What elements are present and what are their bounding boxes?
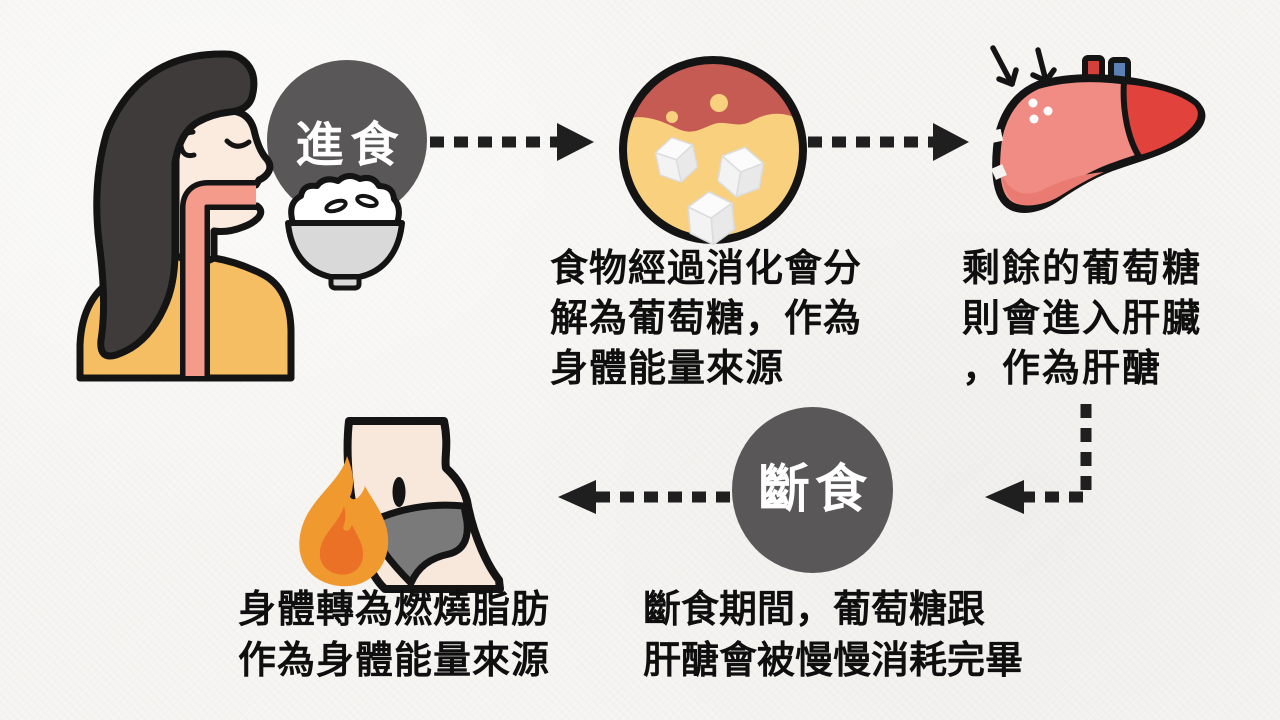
dashed-arrow-eat-to-stomach [430,123,594,161]
caption-line: 解為葡萄糖，作為 [550,296,863,340]
caption-line: 作為身體能量來源 [238,638,551,682]
sugar-cube-icon [654,136,699,183]
caption-line: ，作為肝醣 [962,346,1163,390]
rice-bowl-icon [285,173,405,291]
sugar-cube-icon [716,146,765,198]
step-label-eat: 進食 [295,117,406,173]
belly-icon [299,417,504,593]
caption-line: 身體轉為燃燒脂肪 [238,587,551,631]
caption-line: 身體能量來源 [550,346,785,390]
sugar-cube-icon [687,191,736,246]
dashed-arrow-liver-to-fast [985,404,1092,514]
caption-fasting: 斷食期間，葡萄糖跟 肝醣會被慢慢消耗完畢 [643,584,1023,686]
dashed-arrow-stomach-to-liver [808,123,969,161]
caption-line: 剩餘的葡萄糖 [962,246,1203,290]
liver-icon [988,45,1206,213]
caption-line: 則會進入肝臟 [962,296,1203,340]
step-label-fast: 斷食 [757,459,872,520]
step-circle-fast: 斷食 [732,407,893,573]
caption-line: 斷食期間，葡萄糖跟 [643,587,986,631]
woman-eating-icon [76,50,295,382]
hand-drawn-arrow-icon [990,45,1057,87]
caption-liver: 剩餘的葡萄糖 則會進入肝臟 ，作為肝醣 [962,243,1202,393]
caption-line: 食物經過消化會分 [550,246,863,290]
caption-burn: 身體轉為燃燒脂肪 作為身體能量來源 [238,584,550,686]
caption-digest: 食物經過消化會分 解為葡萄糖，作為 身體能量來源 [550,243,862,393]
dashed-arrow-fast-to-burn [558,480,730,514]
flame-icon [299,456,389,587]
stomach-glucose-icon [619,56,807,246]
esophagus-icon [180,180,256,376]
caption-line: 肝醣會被慢慢消耗完畢 [643,638,1024,682]
